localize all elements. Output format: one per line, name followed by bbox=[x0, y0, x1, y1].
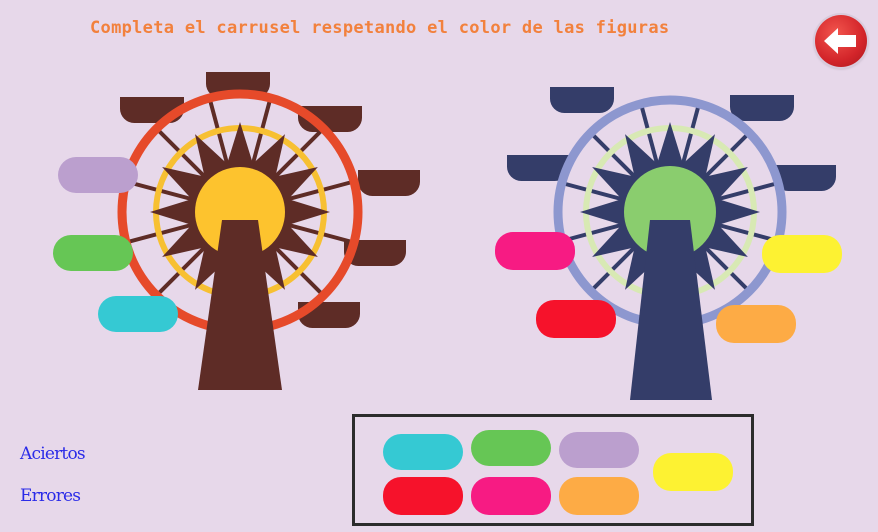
tray-piece-green[interactable] bbox=[471, 430, 551, 466]
wheel-stand bbox=[198, 220, 282, 390]
cabin-right-orange[interactable] bbox=[716, 305, 796, 343]
tray-piece-cyan[interactable] bbox=[383, 434, 463, 470]
empty-cabin[interactable] bbox=[550, 87, 614, 113]
cabin-right-pink[interactable] bbox=[495, 232, 575, 270]
empty-cabin[interactable] bbox=[507, 155, 569, 181]
wheel-stand bbox=[630, 220, 712, 400]
ferris-wheel-right bbox=[507, 87, 836, 400]
cabin-left-lavender[interactable] bbox=[58, 157, 138, 193]
empty-cabin[interactable] bbox=[730, 95, 794, 121]
tray-piece-red[interactable] bbox=[383, 477, 463, 515]
cabin-left-green[interactable] bbox=[53, 235, 133, 271]
pieces-tray bbox=[352, 414, 754, 526]
errors-label: Errores bbox=[20, 486, 81, 506]
instruction-title: Completa el carrusel respetando el color… bbox=[90, 18, 670, 38]
cabin-right-red[interactable] bbox=[536, 300, 616, 338]
tray-piece-orange[interactable] bbox=[559, 477, 639, 515]
tray-piece-pink[interactable] bbox=[471, 477, 551, 515]
empty-cabin[interactable] bbox=[344, 240, 406, 266]
wheel-hub bbox=[195, 167, 285, 257]
empty-cabin[interactable] bbox=[358, 170, 420, 196]
tray-piece-lavender[interactable] bbox=[559, 432, 639, 468]
hits-label: Aciertos bbox=[20, 444, 86, 464]
tray-piece-yellow[interactable] bbox=[653, 453, 733, 491]
back-button[interactable] bbox=[815, 15, 867, 67]
empty-cabin[interactable] bbox=[774, 165, 836, 191]
cabin-left-cyan[interactable] bbox=[98, 296, 178, 332]
ferris-wheel-left bbox=[117, 72, 420, 390]
wheel-hub bbox=[624, 166, 716, 258]
cabin-right-yellow[interactable] bbox=[762, 235, 842, 273]
arrow-left-icon bbox=[824, 28, 856, 54]
